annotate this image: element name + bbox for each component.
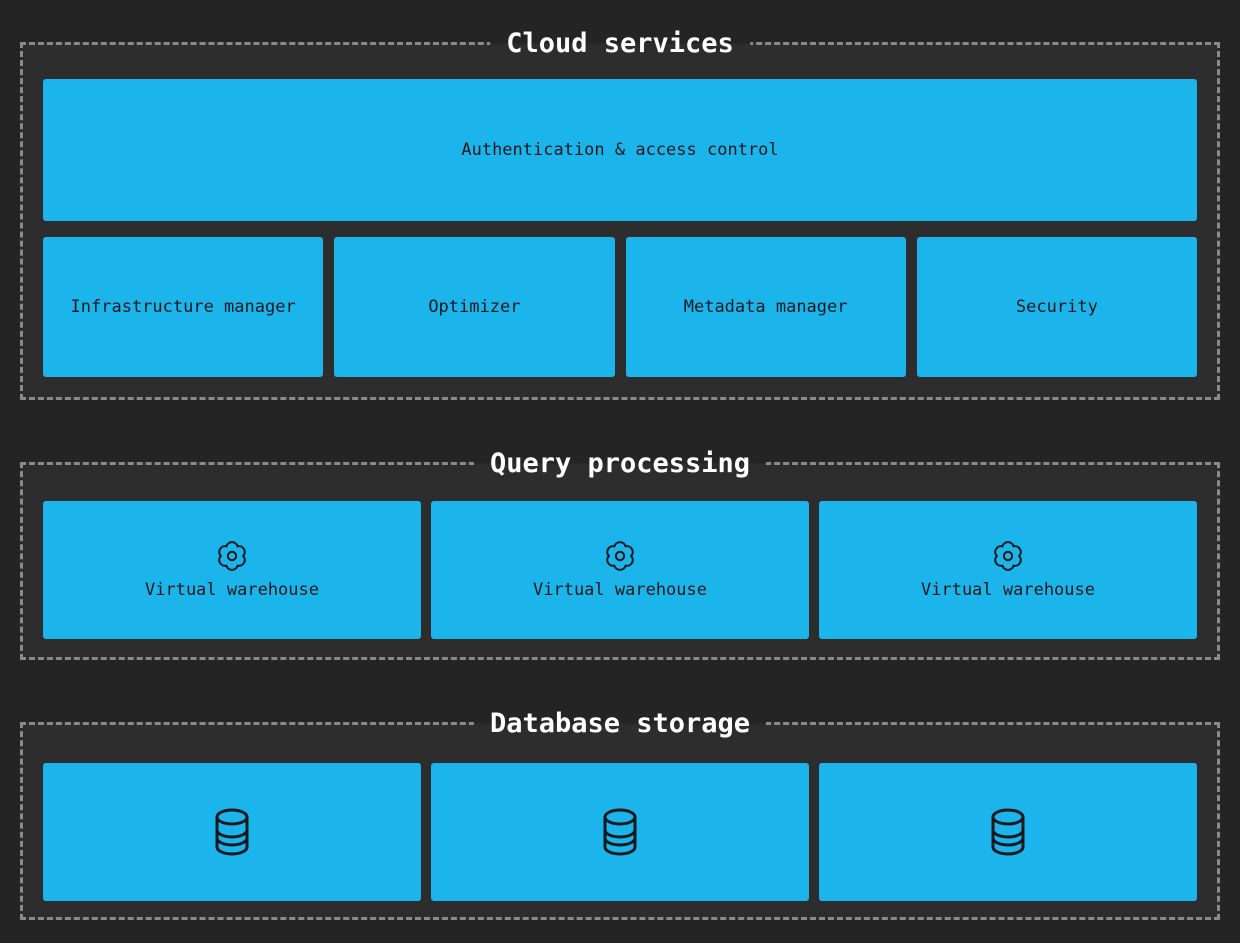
security-label: Security [1015, 297, 1098, 317]
metadata-manager-box: Metadata manager [625, 237, 906, 377]
infrastructure-manager-box: Infrastructure manager [43, 237, 324, 377]
metadata-manager-label: Metadata manager [683, 297, 848, 317]
gear-icon [605, 540, 635, 571]
security-box: Security [916, 237, 1197, 377]
cloud-services-title: Cloud services [490, 27, 750, 61]
database-box [43, 763, 421, 901]
database-storage-section: Database storage [20, 707, 1220, 920]
gear-icon [993, 540, 1023, 571]
gear-icon [217, 540, 247, 571]
database-box [819, 763, 1197, 901]
database-storage-title: Database storage [473, 707, 767, 741]
cloud-services-section: Cloud services Authentication & access c… [20, 27, 1220, 400]
database-icon [210, 807, 254, 857]
virtual-warehouse-box: Virtual warehouse [819, 501, 1197, 639]
authentication-access-control-box: Authentication & access control [43, 79, 1197, 221]
virtual-warehouse-label: Virtual warehouse [921, 579, 1095, 600]
infrastructure-manager-label: Infrastructure manager [70, 297, 296, 317]
virtual-warehouse-label: Virtual warehouse [533, 579, 707, 600]
optimizer-label: Optimizer [428, 297, 521, 317]
authentication-access-control-label: Authentication & access control [461, 140, 779, 160]
database-box [431, 763, 809, 901]
query-processing-section: Query processing Virtual warehouse Virtu… [20, 447, 1220, 660]
database-icon [598, 807, 642, 857]
optimizer-box: Optimizer [334, 237, 615, 377]
query-processing-title: Query processing [473, 447, 767, 481]
virtual-warehouse-label: Virtual warehouse [145, 579, 319, 600]
database-icon [986, 807, 1030, 857]
virtual-warehouse-box: Virtual warehouse [431, 501, 809, 639]
virtual-warehouse-box: Virtual warehouse [43, 501, 421, 639]
